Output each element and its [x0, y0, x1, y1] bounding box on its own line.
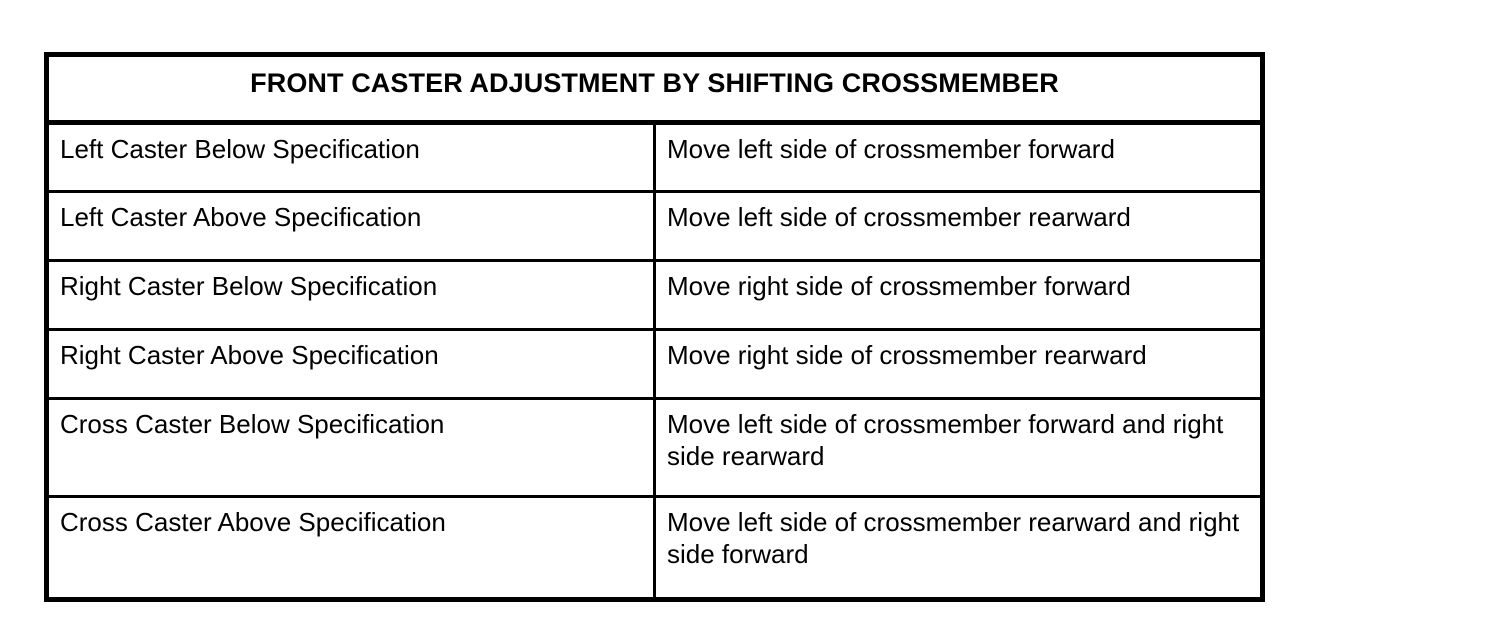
condition-text: Left Caster Below Specification	[60, 134, 420, 164]
action-text: Move left side of crossmember forward an…	[667, 409, 1224, 471]
cell-action: Move left side of crossmember rearward	[654, 190, 1263, 261]
cell-condition: Cross Caster Below Specification	[46, 397, 656, 497]
action-text: Move left side of crossmember rearward	[667, 202, 1131, 232]
condition-text: Cross Caster Above Specification	[60, 507, 446, 537]
cell-condition: Right Caster Below Specification	[46, 259, 656, 330]
table-row: Cross Caster Below Specification Move le…	[46, 397, 1263, 497]
table-row: Right Caster Above Specification Move ri…	[46, 328, 1263, 399]
condition-text: Left Caster Above Specification	[60, 202, 422, 232]
condition-text: Right Caster Above Specification	[60, 340, 439, 370]
table-header: FRONT CASTER ADJUSTMENT BY SHIFTING CROS…	[46, 54, 1263, 125]
cell-action: Move right side of crossmember rearward	[654, 328, 1263, 399]
table-title: FRONT CASTER ADJUSTMENT BY SHIFTING CROS…	[46, 54, 1263, 125]
cell-condition: Right Caster Above Specification	[46, 328, 656, 399]
table-title-row: FRONT CASTER ADJUSTMENT BY SHIFTING CROS…	[46, 54, 1263, 125]
action-text: Move right side of crossmember rearward	[667, 340, 1147, 370]
cell-action: Move right side of crossmember forward	[654, 259, 1263, 330]
action-text: Move left side of crossmember forward	[667, 134, 1115, 164]
action-text: Move left side of crossmember rearward a…	[667, 507, 1240, 569]
action-text: Move right side of crossmember forward	[667, 271, 1131, 301]
cell-action: Move left side of crossmember rearward a…	[654, 495, 1263, 600]
front-caster-adjustment-table: FRONT CASTER ADJUSTMENT BY SHIFTING CROS…	[44, 52, 1265, 602]
cell-condition: Left Caster Below Specification	[46, 122, 656, 192]
table-row: Cross Caster Above Specification Move le…	[46, 495, 1263, 600]
cell-action: Move left side of crossmember forward an…	[654, 397, 1263, 497]
cell-action: Move left side of crossmember forward	[654, 122, 1263, 192]
condition-text: Cross Caster Below Specification	[60, 409, 445, 439]
table-row: Right Caster Below Specification Move ri…	[46, 259, 1263, 330]
table-row: Left Caster Below Specification Move lef…	[46, 122, 1263, 192]
table-body: Left Caster Below Specification Move lef…	[46, 122, 1263, 600]
cell-condition: Left Caster Above Specification	[46, 190, 656, 261]
condition-text: Right Caster Below Specification	[60, 271, 438, 301]
cell-condition: Cross Caster Above Specification	[46, 495, 656, 600]
table-row: Left Caster Above Specification Move lef…	[46, 190, 1263, 261]
